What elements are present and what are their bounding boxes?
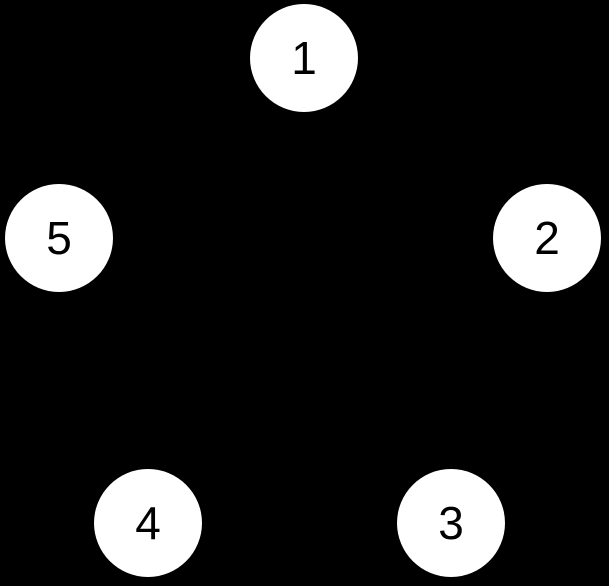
node-label: 3 (438, 497, 464, 549)
node-label: 4 (135, 497, 161, 549)
graph-node-5[interactable]: 5 (5, 184, 113, 292)
graph-node-3[interactable]: 3 (397, 469, 505, 577)
node-label: 2 (534, 212, 560, 264)
graph-node-2[interactable]: 2 (493, 184, 601, 292)
graph-node-4[interactable]: 4 (94, 469, 202, 577)
node-label: 5 (46, 212, 72, 264)
node-label: 1 (291, 32, 317, 84)
graph-node-1[interactable]: 1 (250, 4, 358, 112)
